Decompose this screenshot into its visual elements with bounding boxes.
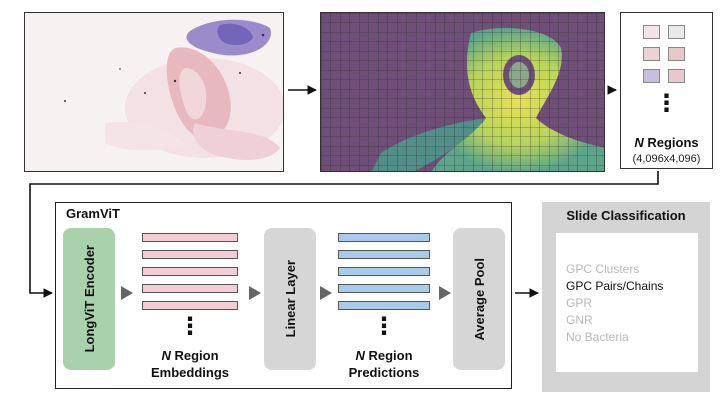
predictions-caption: N Region Predictions xyxy=(328,347,440,381)
embeddings-n: N xyxy=(161,348,170,363)
embedding-bar xyxy=(142,233,238,242)
embedding-bar xyxy=(142,301,238,310)
class-item: No Bacteria xyxy=(566,330,629,344)
embedding-bar xyxy=(142,250,238,259)
longvit-encoder-block: LongViT Encoder xyxy=(63,228,115,370)
prediction-bar xyxy=(338,250,430,259)
embeddings-ellipsis: ⋮ xyxy=(142,314,238,340)
class-item: GPR xyxy=(566,296,592,310)
prediction-bar xyxy=(338,284,430,293)
average-pool-block: Average Pool xyxy=(453,228,505,370)
embeddings-caption: N Region Embeddings xyxy=(134,347,246,381)
embedding-bar xyxy=(142,284,238,293)
classification-title: Slide Classification xyxy=(542,208,710,223)
prediction-bar xyxy=(338,301,430,310)
class-item: GPC Clusters xyxy=(566,262,639,276)
encoder-label: LongViT Encoder xyxy=(82,245,97,352)
linear-layer-block: Linear Layer xyxy=(264,228,316,370)
prediction-bar xyxy=(338,233,430,242)
class-item: GNR xyxy=(566,313,593,327)
predictions-n: N xyxy=(355,348,364,363)
class-item-selected: GPC Pairs/Chains xyxy=(566,279,663,293)
gramvit-title: GramViT xyxy=(66,206,120,221)
predictions-line2: Predictions xyxy=(349,365,420,380)
pool-label: Average Pool xyxy=(472,258,487,341)
embeddings-line2: Embeddings xyxy=(151,365,229,380)
embeddings-line1: Region xyxy=(171,348,219,363)
embedding-bar xyxy=(142,267,238,276)
predictions-line1: Region xyxy=(365,348,413,363)
prediction-bar xyxy=(338,267,430,276)
linear-label: Linear Layer xyxy=(283,260,298,337)
predictions-ellipsis: ⋮ xyxy=(338,314,430,340)
